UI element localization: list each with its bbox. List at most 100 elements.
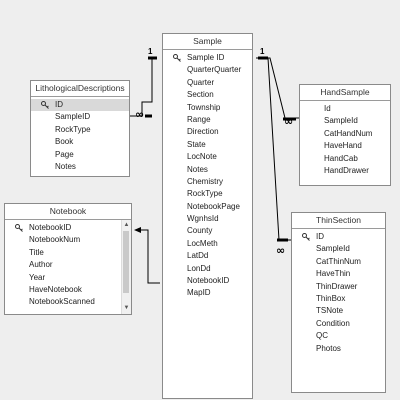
relationship-line-sample-handsample [256,57,299,119]
scroll-up-arrow-icon[interactable]: ▲ [123,222,130,228]
field-row[interactable]: NotebookNum [5,234,131,246]
field-label: Quarter [187,77,215,87]
table-notebook[interactable]: Notebook NotebookID NotebookNum Title Au… [4,203,132,315]
field-row[interactable]: ThinDrawer [292,281,385,293]
field-row[interactable]: NotebookID [5,222,131,234]
table-lithological-descriptions[interactable]: LithologicalDescriptions ID SampleID Roc… [30,80,130,177]
field-row[interactable]: County [163,225,252,237]
field-label: ThinBox [316,293,346,303]
field-row[interactable]: SampleID [31,111,129,123]
notebook-scrollbar[interactable]: ▲ ▼ [121,220,131,314]
field-row-selected[interactable]: ID [31,99,129,112]
field-list-sample: Sample ID QuarterQuarter Quarter Section… [163,50,252,300]
field-label: Photos [316,343,341,353]
field-row[interactable]: Township [163,102,252,114]
field-label: NotebookID [29,223,72,232]
field-row[interactable]: Year [5,272,131,284]
field-label: LocMeth [187,238,218,248]
field-row[interactable]: TSNote [292,305,385,317]
field-label: Notes [187,164,208,174]
field-row[interactable]: Title [5,247,131,259]
one-label-sample-right: 1 [260,47,265,56]
table-title-thinsection[interactable]: ThinSection [292,213,385,229]
field-row[interactable]: Page [31,149,129,161]
field-row[interactable]: Book [31,136,129,148]
key-icon [173,54,181,62]
field-row[interactable]: RockType [31,124,129,136]
table-title-sample[interactable]: Sample [163,34,252,50]
field-row[interactable]: Photos [292,343,385,355]
table-title-lithological[interactable]: LithologicalDescriptions [31,81,129,97]
field-row[interactable]: MapID [163,287,252,299]
field-row[interactable]: SampleId [300,115,390,127]
table-hand-sample[interactable]: HandSample Id SampleId CatHandNum HaveHa… [299,84,391,186]
field-row[interactable]: HandCab [300,153,390,165]
field-label: WgnhsId [187,214,219,224]
field-row[interactable]: LocNote [163,151,252,163]
field-list-thinsection: ID SampleId CatThinNum HaveThin ThinDraw… [292,229,385,355]
field-label: NotebookNum [29,235,81,245]
field-row[interactable]: CatThinNum [292,256,385,268]
field-row[interactable]: SampleId [292,243,385,255]
field-label: Page [55,149,74,159]
field-label: Chemistry [187,176,224,186]
field-label: County [187,226,213,236]
field-row[interactable]: Notes [31,161,129,173]
many-label-lithological: ∞ [135,108,144,121]
field-row[interactable]: Section [163,89,252,101]
table-title-handsample[interactable]: HandSample [300,85,390,101]
field-row[interactable]: NotebookID [163,275,252,287]
field-label: HandCab [324,153,358,163]
field-label: NotebookScanned [29,297,95,307]
table-title-notebook[interactable]: Notebook [5,204,131,220]
field-row[interactable]: LatDd [163,250,252,262]
field-row[interactable]: ThinBox [292,293,385,305]
field-row[interactable]: QC [292,330,385,342]
field-row[interactable]: Quarter [163,77,252,89]
field-row[interactable]: ID [292,231,385,243]
field-row[interactable]: Author [5,259,131,271]
field-row[interactable]: State [163,139,252,151]
field-label: Township [187,102,221,112]
field-row[interactable]: Chemistry [163,176,252,188]
field-label: HaveNotebook [29,284,82,294]
field-label: MapID [187,288,211,298]
field-row[interactable]: HaveThin [292,268,385,280]
field-row[interactable]: Condition [292,318,385,330]
field-row[interactable]: NotebookPage [163,201,252,213]
field-row[interactable]: NotebookScanned [5,296,131,308]
field-row[interactable]: HandDrawer [300,165,390,177]
field-row[interactable]: Sample ID [163,52,252,64]
field-label: TSNote [316,306,344,316]
field-row[interactable]: RockType [163,188,252,200]
relationship-line-notebook-sample [140,229,160,284]
field-label: RockType [55,124,91,134]
field-row[interactable]: Direction [163,126,252,138]
scroll-down-arrow-icon[interactable]: ▼ [123,305,130,311]
field-label: QC [316,331,328,341]
field-row[interactable]: HaveHand [300,140,390,152]
field-row[interactable]: WgnhsId [163,213,252,225]
field-label: HaveHand [324,141,362,151]
field-label: ID [55,100,63,109]
field-label: SampleId [324,116,358,126]
field-row[interactable]: Notes [163,164,252,176]
table-thin-section[interactable]: ThinSection ID SampleId CatThinNum HaveT… [291,212,386,393]
field-label: State [187,139,206,149]
field-label: SampleId [316,244,350,254]
field-label: Title [29,247,44,257]
scrollbar-thumb[interactable] [123,231,129,293]
relationship-line-sample-thinsection [256,57,291,241]
field-row[interactable]: Range [163,114,252,126]
field-row[interactable]: QuarterQuarter [163,64,252,76]
field-label: NotebookPage [187,201,240,211]
field-label: LatDd [187,251,209,261]
field-row[interactable]: LocMeth [163,238,252,250]
field-row[interactable]: HaveNotebook [5,284,131,296]
table-sample[interactable]: Sample Sample ID QuarterQuarter Quarter … [162,33,253,399]
field-label: Notes [55,161,76,171]
field-row[interactable]: Id [300,103,390,115]
field-row[interactable]: CatHandNum [300,128,390,140]
field-label: Section [187,90,214,100]
field-row[interactable]: LonDd [163,263,252,275]
